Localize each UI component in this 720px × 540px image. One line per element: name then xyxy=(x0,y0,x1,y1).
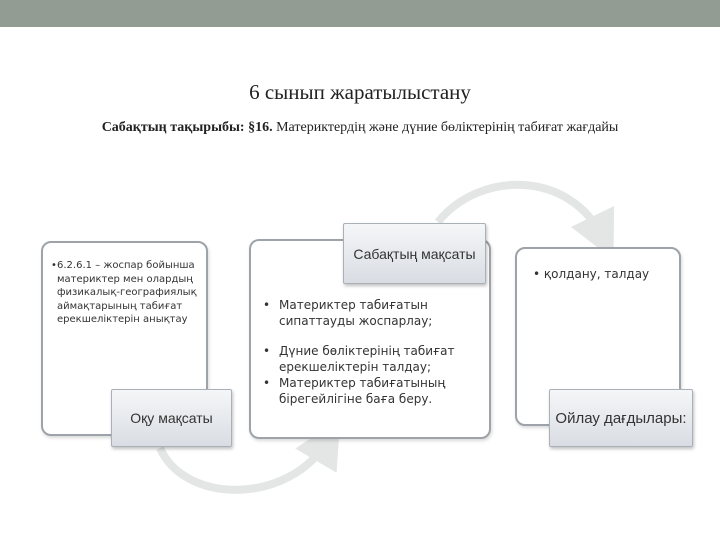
list-item: • Материктер табиғатының бірегейлігіне б… xyxy=(263,375,483,407)
list-item: • Дүние бөліктерінің табиғат ерекшелікте… xyxy=(263,343,483,375)
thinking-skills-text: • қолдану, талдау xyxy=(533,267,649,281)
lesson-goals-list: • Материктер табиғатын сипаттауды жоспар… xyxy=(263,297,483,421)
bullet-icon: • xyxy=(533,267,544,281)
list-item: • Материктер табиғатын сипаттауды жоспар… xyxy=(263,297,483,329)
bullet-icon: • xyxy=(263,376,271,390)
lesson-goals-label: Сабақтың мақсаты xyxy=(343,223,486,284)
thinking-skills-label: Ойлау дағдылары: xyxy=(549,389,693,447)
learning-objective-content: 6.2.6.1 – жоспар бойынша материктер мен … xyxy=(57,260,197,326)
lesson-goal-3: Материктер табиғатының бірегейлігіне бағ… xyxy=(279,376,446,406)
arrow-top xyxy=(434,180,615,260)
bullet-icon: • xyxy=(51,260,57,271)
top-banner xyxy=(0,0,720,27)
thinking-skills-content: қолдану, талдау xyxy=(543,267,650,281)
slide-title: 6 сынып жаратылыстану xyxy=(249,80,471,104)
lesson-goal-2: Дүние бөліктерінің табиғат ерекшеліктері… xyxy=(279,344,455,374)
arrow-bottom xyxy=(156,419,341,494)
lesson-topic-text: Материктердің және дүние бөліктерінің та… xyxy=(276,120,619,135)
bullet-icon: • xyxy=(263,298,271,312)
lesson-topic-label: Сабақтың тақырыбы: §16. xyxy=(101,120,273,135)
bullet-icon: • xyxy=(263,344,271,358)
lesson-goal-1: Материктер табиғатын сипаттауды жоспарла… xyxy=(279,298,433,328)
learning-objective-text: • 6.2.6.1 – жоспар бойынша материктер ме… xyxy=(51,259,197,327)
lesson-topic: Сабақтың тақырыбы: §16. Материктердің жә… xyxy=(70,118,650,137)
learning-objective-label: Оқу мақсаты xyxy=(111,389,232,447)
